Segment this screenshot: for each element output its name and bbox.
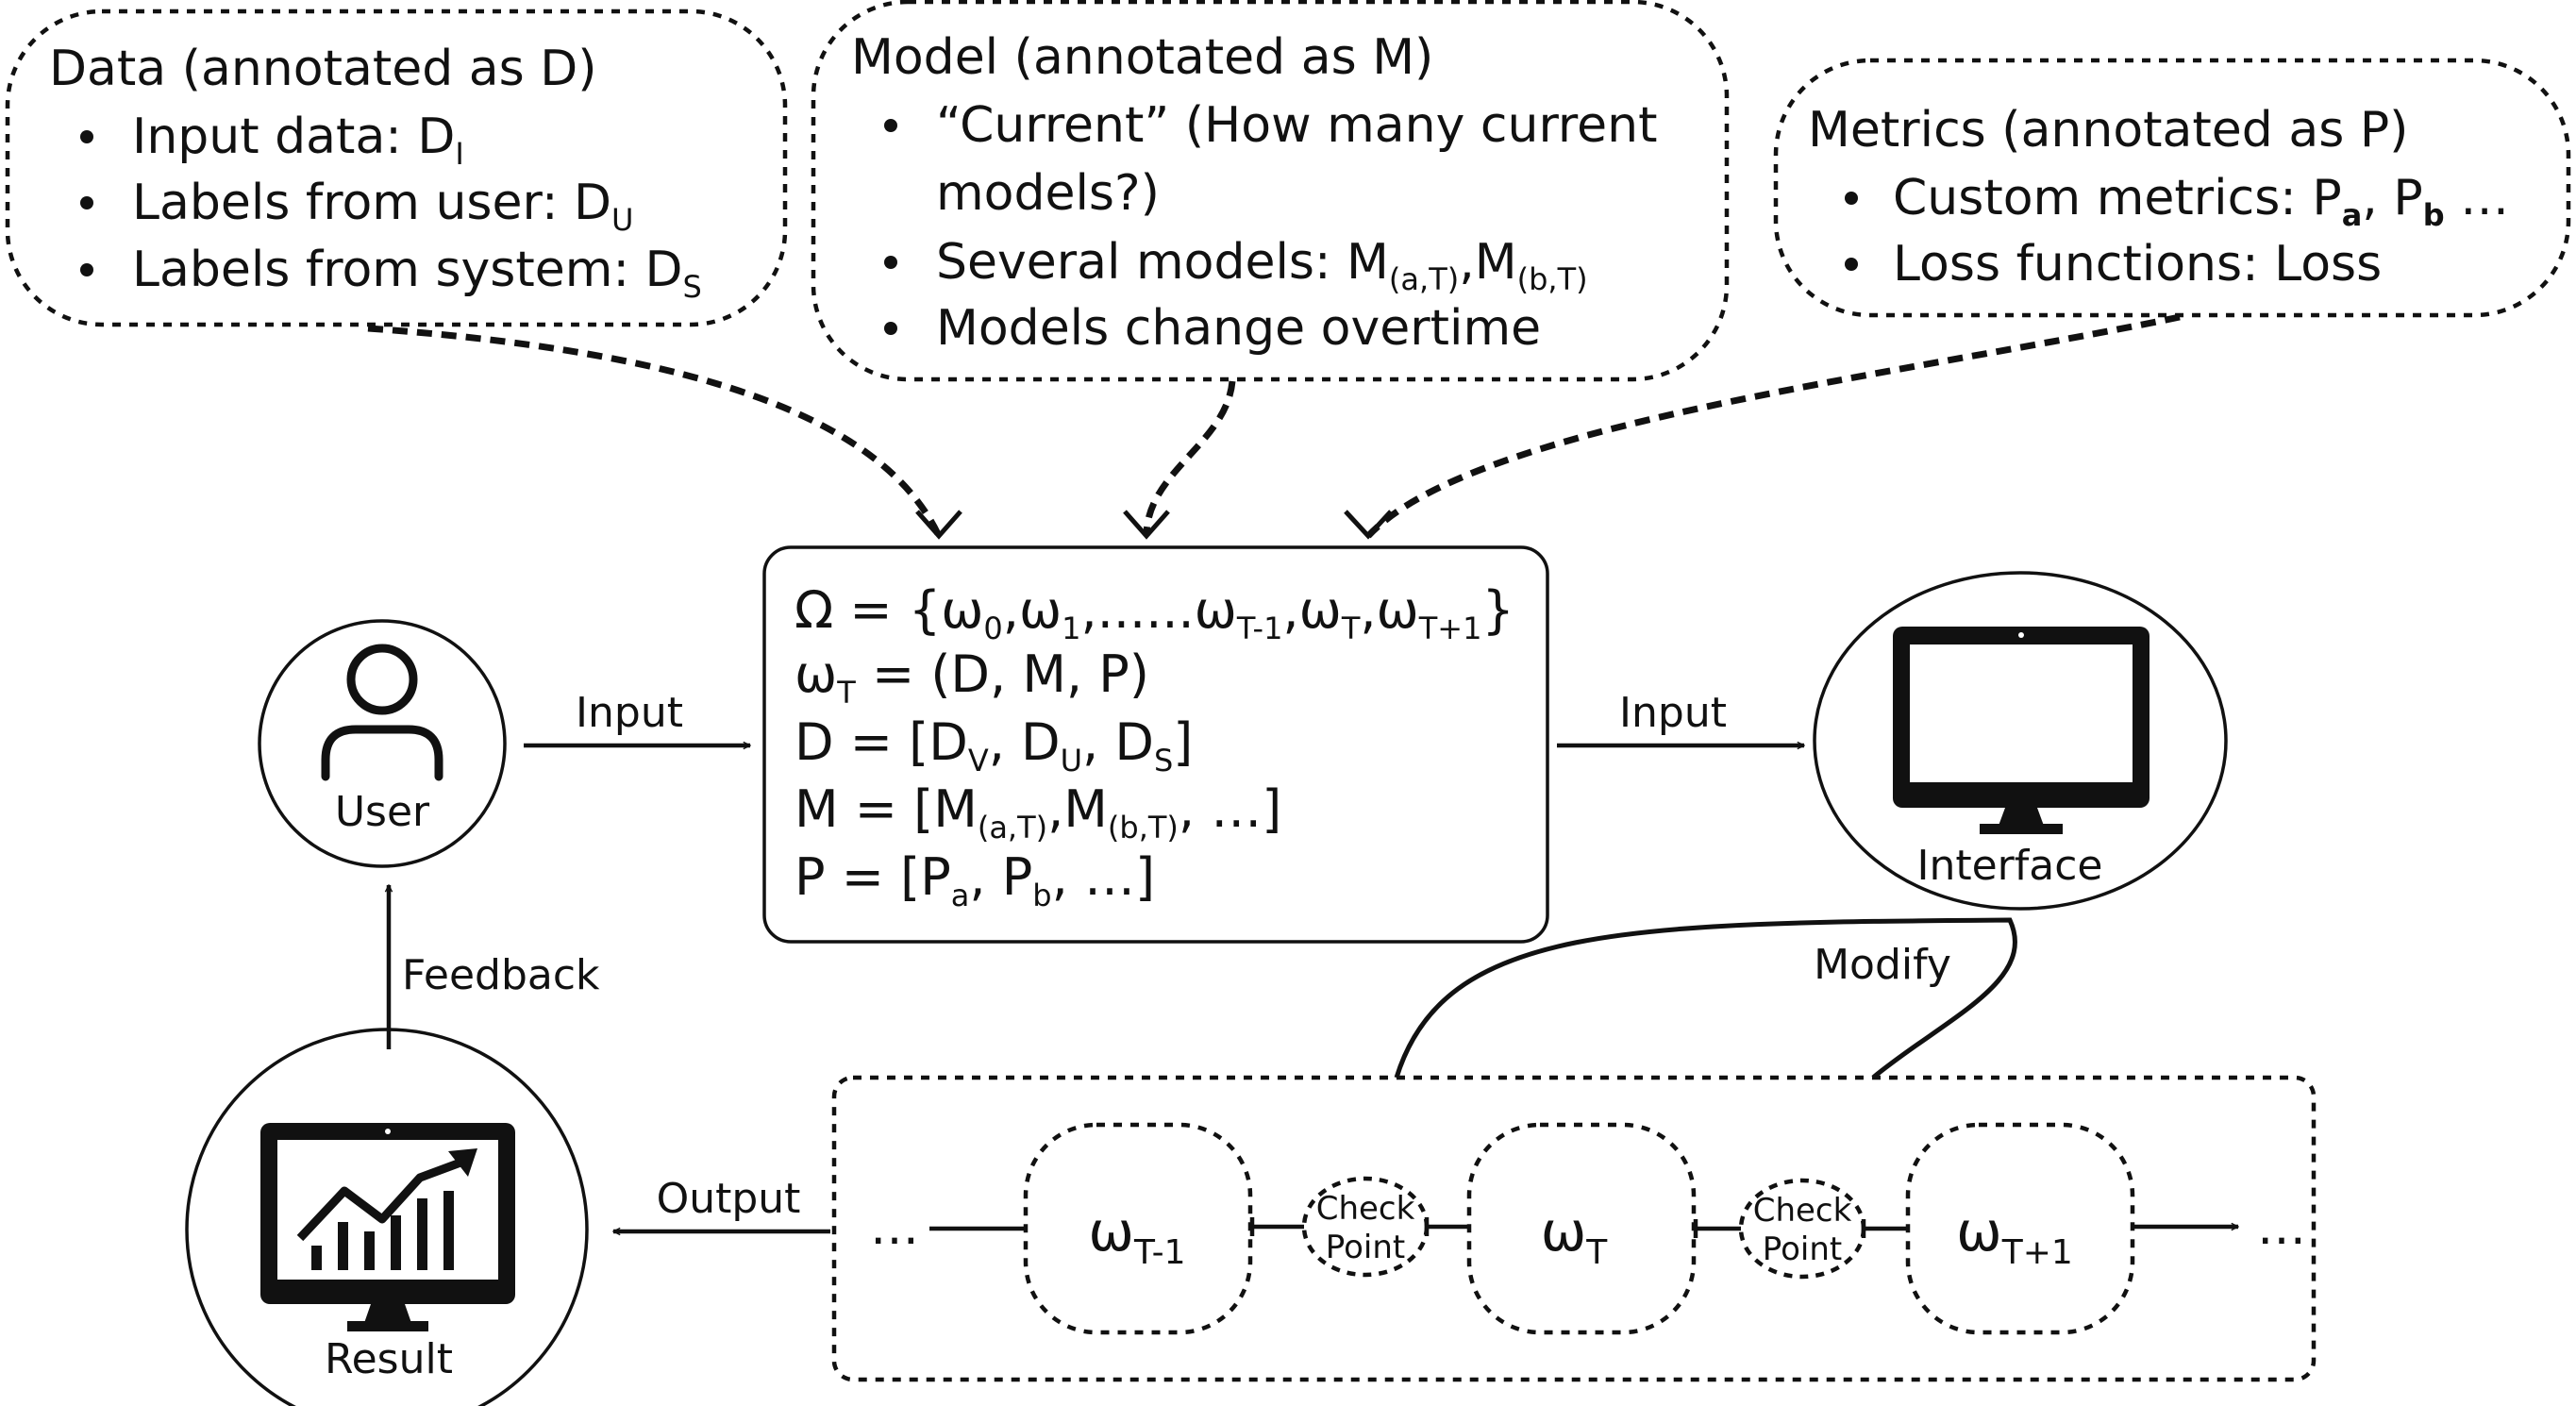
state-omega-t-label: ωT (1541, 1199, 1609, 1272)
data-item-system-labels: Labels from system: DS (80, 242, 702, 305)
bullet-dot (80, 263, 93, 276)
model-to-formula-arrow (1143, 380, 1236, 537)
data-box-title: Data (annotated as D) (49, 41, 597, 97)
data-to-formula-arrow (367, 325, 943, 538)
formula-box (762, 545, 1549, 944)
model-box (811, 0, 1730, 382)
modify-label: Modify (1814, 941, 1951, 989)
bullet-dot (884, 322, 897, 335)
model-item-current: “Current” (How many current models?) (884, 97, 1658, 222)
user-icon (321, 644, 443, 781)
formula-m: M = [M(a,T),M(b,T), …] (795, 779, 1281, 845)
bullet-dot (1845, 192, 1858, 205)
model-box-title: Model (annotated as M) (851, 29, 1433, 86)
state-omega-t-minus-1 (1023, 1122, 1253, 1335)
data-box (5, 8, 788, 327)
formula-omega-t: ωT = (D, M, P) (795, 644, 1149, 711)
metrics-item-loss: Loss functions: Loss (1845, 236, 2382, 293)
user-input-label: Input (576, 689, 683, 737)
state-omega-t-plus-1-label: ωT+1 (1956, 1199, 2073, 1272)
svg-text:Input data: DI: Input data: DI (132, 109, 464, 172)
output-label: Output (657, 1175, 801, 1223)
data-arrowhead (915, 510, 962, 540)
svg-text:Labels from user: DU: Labels from user: DU (132, 175, 633, 238)
bullet-dot (80, 130, 93, 143)
user-label: User (335, 788, 430, 836)
timeline-container (831, 1075, 2317, 1382)
timeline-ellipsis-left: … (870, 1199, 919, 1256)
trend-chart-icon (296, 1148, 477, 1270)
formula-omega-set: Ω = {ω0,ω1,......ωT-1,ωT,ωT+1} (795, 580, 1514, 646)
data-item-user-labels: Labels from user: DU (80, 175, 633, 238)
svg-text:models?): models?) (936, 165, 1160, 222)
formula-p: P = [Pa, Pb, …] (795, 847, 1155, 913)
formula-d: D = [DV, DU, DS] (795, 712, 1193, 778)
state-omega-t-plus-1 (1905, 1122, 2135, 1335)
checkpoint-2-line2: Point (1763, 1230, 1842, 1268)
metrics-to-formula-arrow (1365, 313, 2181, 539)
metrics-box-title: Metrics (annotated as P) (1808, 102, 2408, 159)
chart-monitor-icon (260, 1123, 515, 1331)
interface-input-label: Input (1619, 689, 1727, 737)
monitor-icon (1893, 627, 2149, 834)
svg-text:Custom metrics: Pa, Pb …: Custom metrics: Pa, Pb … (1893, 170, 2509, 233)
bullet-dot (884, 256, 897, 269)
checkpoint-1-line2: Point (1326, 1229, 1405, 1266)
bullet-dot (1845, 258, 1858, 271)
metrics-arrowhead (1344, 510, 1393, 540)
svg-text:Several models: M(a,T),M(b,T): Several models: M(a,T),M(b,T) (936, 234, 1588, 297)
feedback-label: Feedback (402, 951, 600, 999)
checkpoint-1-line1: Check (1316, 1190, 1415, 1228)
timeline-ellipsis-right: … (2257, 1199, 2306, 1256)
data-item-input: Input data: DI (80, 109, 464, 172)
bullet-dot (80, 196, 93, 209)
result-label: Result (325, 1335, 453, 1383)
interface-node (1813, 571, 2228, 911)
metrics-box (1773, 58, 2571, 318)
metrics-item-custom: Custom metrics: Pa, Pb … (1845, 170, 2509, 233)
checkpoint-2-line1: Check (1753, 1192, 1852, 1230)
bullet-dot (884, 119, 897, 132)
model-arrowhead (1123, 510, 1170, 540)
svg-text:Models change overtime: Models change overtime (936, 300, 1541, 357)
interface-label: Interface (1917, 842, 2103, 890)
svg-text:Labels from system: DS: Labels from system: DS (132, 242, 702, 305)
state-omega-t-minus-1-label: ωT-1 (1088, 1199, 1185, 1272)
modify-connector (1394, 917, 2017, 1080)
model-item-change: Models change overtime (884, 300, 1541, 357)
svg-text:“Current” (How many current: “Current” (How many current (936, 97, 1658, 154)
model-item-several: Several models: M(a,T),M(b,T) (884, 234, 1588, 297)
user-node (258, 619, 507, 868)
svg-text:Loss functions: Loss: Loss functions: Loss (1893, 236, 2382, 293)
